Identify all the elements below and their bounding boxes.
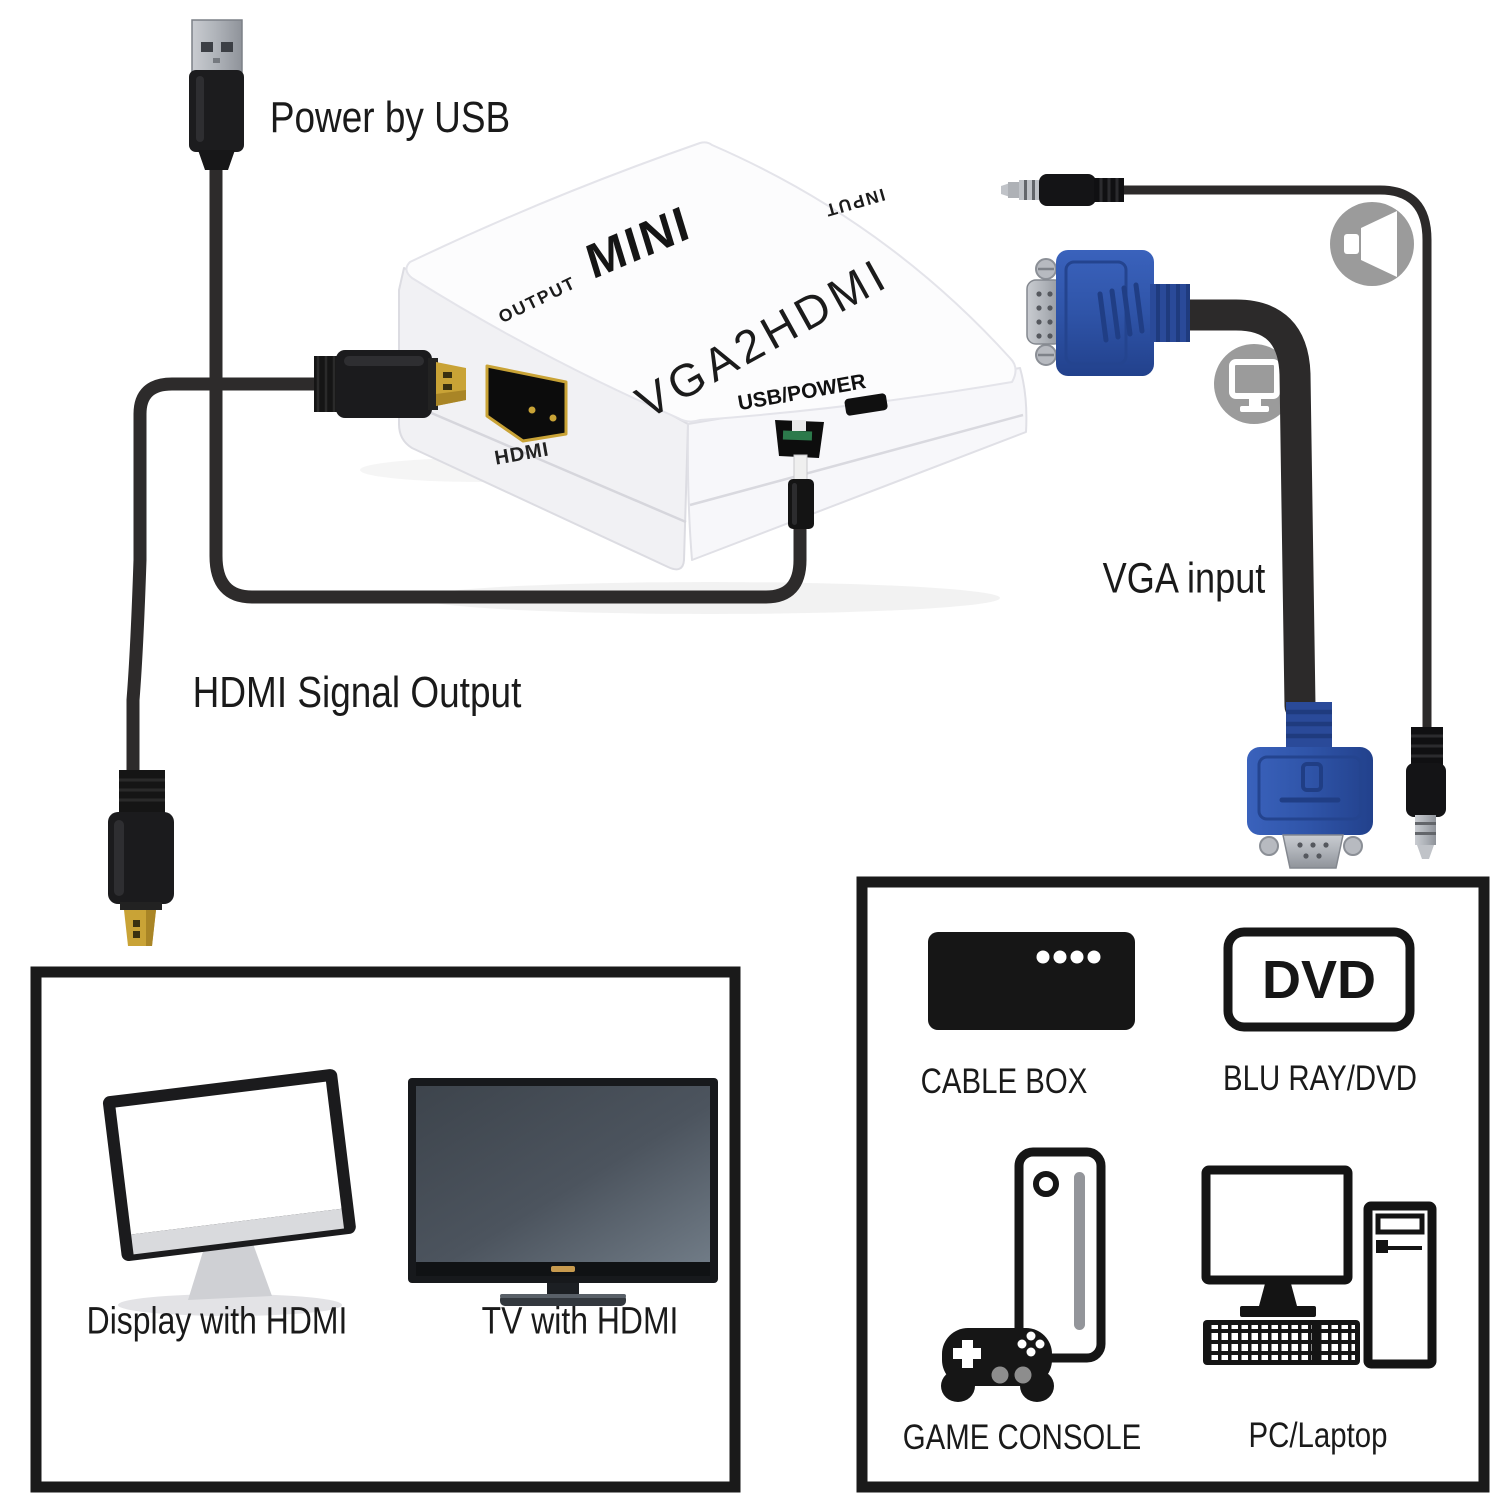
game-console-label: GAME CONSOLE [902, 1418, 1142, 1457]
vga-connector-bottom-icon [1247, 702, 1373, 869]
vga-input-label: VGA input [1102, 554, 1266, 603]
audio-cable [1117, 185, 1432, 733]
dvd-icon: DVD [1223, 927, 1415, 1032]
tv-with-hdmi-label: TV with HDMI [481, 1300, 679, 1343]
source-devices-box: DVD [856, 876, 1490, 1493]
power-cable [209, 159, 807, 604]
converter-right-face [686, 367, 1028, 561]
gamepad-icon [941, 1328, 1054, 1402]
cable-box-icon [928, 932, 1135, 1030]
vga-plug-icon [1026, 250, 1190, 376]
hdmi-port [485, 364, 568, 443]
audio-jack-bottom-icon [1406, 727, 1446, 859]
power-plug-icon [788, 454, 814, 529]
pc-laptop-label: PC/Laptop [1248, 1416, 1388, 1455]
hdmi-signal-output-label: HDMI Signal Output [192, 668, 522, 717]
display-devices-box [30, 966, 741, 1493]
mini-usb-port [775, 420, 824, 458]
mode-switch [844, 393, 888, 416]
converter-top-face [405, 141, 1017, 423]
dvd-badge-text: DVD [1262, 950, 1376, 1010]
vga-cable [1170, 299, 1316, 722]
input-port-label: INPUT [822, 185, 888, 221]
hdmi-connector-icon [108, 770, 174, 946]
display-icon [102, 1069, 356, 1316]
pc-icon [1201, 1165, 1437, 1369]
cable-box-label: CABLE BOX [920, 1062, 1088, 1101]
monitor-icon [1214, 344, 1294, 424]
audio-jack-icon [1001, 174, 1124, 206]
tv-icon [408, 1078, 718, 1306]
converter-box: MINI VGA2HDMI OUTPUT INPUT HDMI USB/POWE… [360, 141, 1028, 614]
hdmi-plug-icon [314, 350, 466, 418]
speaker-icon [1330, 202, 1414, 286]
game-console-icon [941, 1147, 1106, 1402]
blu-ray-dvd-label: BLU RAY/DVD [1223, 1059, 1417, 1098]
display-with-hdmi-label: Display with HDMI [86, 1300, 348, 1343]
power-by-usb-label: Power by USB [269, 93, 511, 142]
usb-plug-icon [189, 19, 244, 170]
hdmi-cable [126, 377, 337, 781]
